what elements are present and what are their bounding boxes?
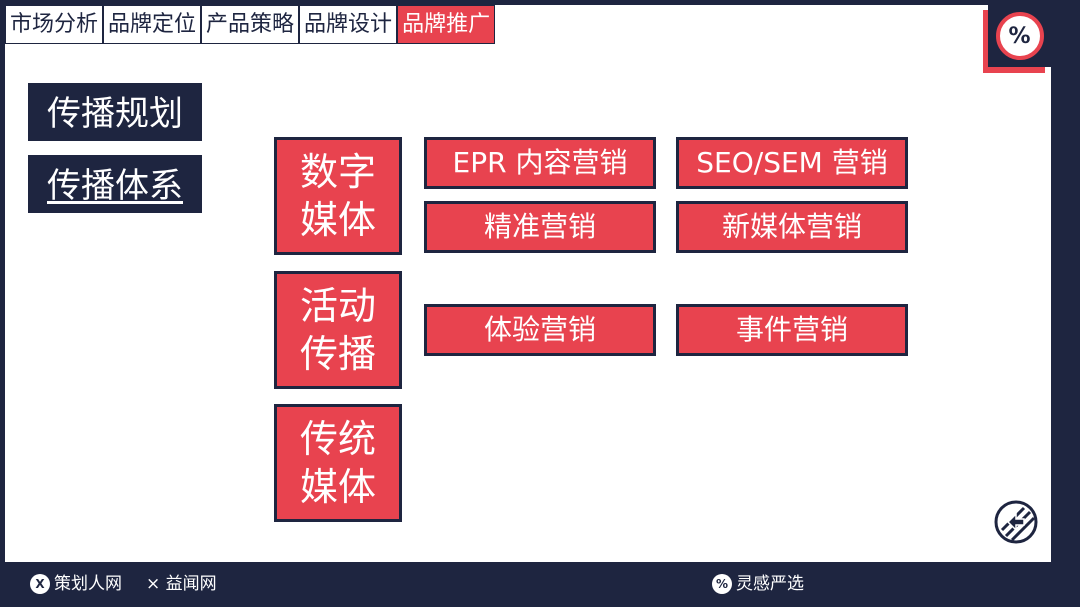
back-arrow-icon[interactable]	[994, 500, 1038, 544]
item-epr-content-marketing[interactable]: EPR 内容营销	[424, 137, 656, 189]
item-seo-sem-marketing[interactable]: SEO/SEM 营销	[676, 137, 908, 189]
footer-right-brand-group: %灵感严选	[712, 573, 804, 595]
footer-brand: 策划人网	[54, 574, 122, 594]
sidebar-item-communication-planning[interactable]: 传播规划	[28, 83, 202, 141]
item-precision-marketing[interactable]: 精准营销	[424, 201, 656, 253]
tab-brand-design[interactable]: 品牌设计	[299, 5, 398, 44]
sidebar-item-communication-system[interactable]: 传播体系	[28, 155, 202, 213]
percent-logo-icon: %	[995, 12, 1044, 60]
item-event-marketing[interactable]: 事件营销	[676, 304, 908, 356]
percent-logo-icon: %	[712, 574, 732, 594]
sidebar-item-label: 传播规划	[47, 94, 183, 134]
item-new-media-marketing[interactable]: 新媒体营销	[676, 201, 908, 253]
category-event-communication: 活动传播	[274, 271, 402, 389]
footer-right-brand: 灵感严选	[736, 574, 804, 594]
footer-partner: 益闻网	[165, 574, 217, 594]
category-label: 数字媒体	[299, 150, 376, 242]
tab-brand-promotion[interactable]: 品牌推广	[397, 5, 496, 44]
category-traditional-media: 传统媒体	[274, 404, 402, 522]
footer-partner-group: × 益闻网	[146, 573, 217, 595]
category-label: 活动传播	[299, 284, 376, 376]
category-label: 传统媒体	[299, 417, 376, 509]
item-experience-marketing[interactable]: 体验营销	[424, 304, 656, 356]
sidebar-item-label: 传播体系	[47, 166, 183, 206]
tab-product-strategy[interactable]: 产品策略	[201, 5, 300, 44]
tab-market-analysis[interactable]: 市场分析	[5, 5, 104, 44]
x-logo-icon: X	[30, 574, 50, 594]
category-digital-media: 数字媒体	[274, 137, 402, 255]
tab-brand-positioning[interactable]: 品牌定位	[103, 5, 202, 44]
tab-bar: 市场分析 品牌定位 产品策略 品牌设计 品牌推广	[5, 5, 496, 44]
logo: %	[988, 5, 1051, 67]
footer-separator: ×	[146, 574, 161, 594]
